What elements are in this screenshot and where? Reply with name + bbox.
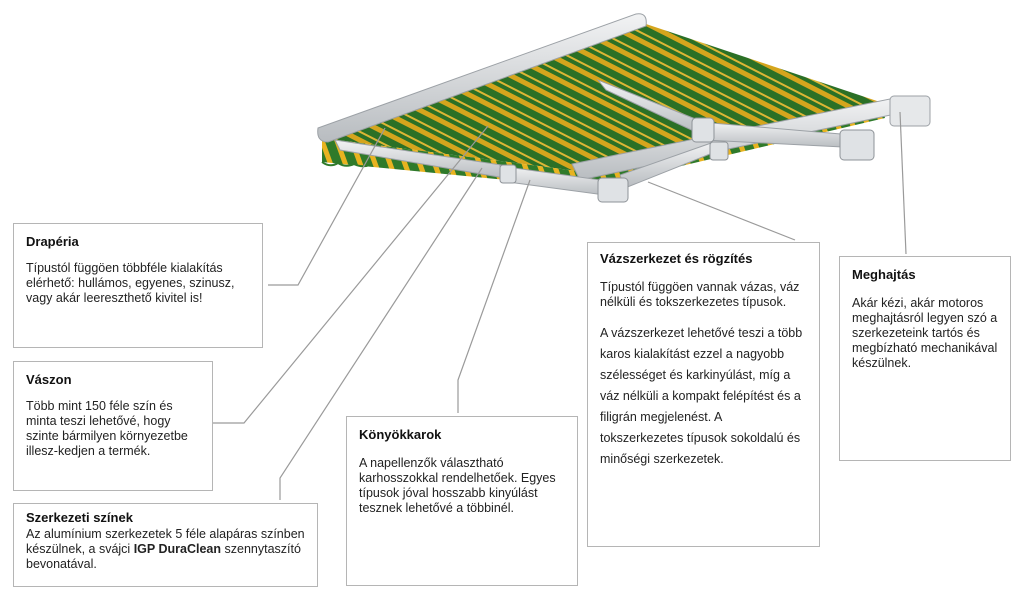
callout-text: A napellenzők választható karhosszokkal … <box>359 456 556 515</box>
callout-title: Vázszerkezet és rögzítés <box>600 251 753 266</box>
callout-text: Típustól függöen többféle kialakítás elé… <box>26 261 235 305</box>
callout-text-part: szennytaszító bevonatával. <box>26 542 301 571</box>
callout-text-bold: IGP DuraClean <box>133 542 222 556</box>
callout-text-part: Az alumínium szerkezetek 5 féle alapáras… <box>26 527 305 556</box>
callout-text: Típustól függöen vannak vázas, váz nélkü… <box>600 280 800 309</box>
leader-lines <box>213 111 907 500</box>
callout-title: Meghajtás <box>852 267 916 282</box>
callout-draperia: Drapéria Típustól függöen többféle kiala… <box>13 223 263 348</box>
callout-title: Drapéria <box>26 234 79 249</box>
callout-meghajtas: Meghajtás Akár kézi, akár motoros meghaj… <box>839 256 1011 461</box>
callout-text: Több mint 150 féle szín és minta teszi l… <box>26 399 188 458</box>
roller-tube <box>317 13 647 143</box>
callout-title: Könyökkarok <box>359 427 442 442</box>
callout-title: Szerkezeti színek <box>26 510 133 525</box>
callout-text: Az alumínium szerkezetek 5 féle alapáras… <box>26 527 305 572</box>
callout-konyokkarok: Könyökkarok A napellenzők választható ka… <box>346 416 578 586</box>
callout-text: Akár kézi, akár motoros meghajtásról leg… <box>852 296 998 370</box>
callout-vaszon: Vászon Több mint 150 féle szín és minta … <box>13 361 213 491</box>
callout-vazszerkezet: Vázszerkezet és rögzítés Típustól függöe… <box>587 242 820 547</box>
callout-title: Vászon <box>26 372 72 387</box>
callout-text: A vázszerkezet lehetővé teszi a több kar… <box>600 326 803 466</box>
callout-szerkezeti-szinek: Szerkezeti színek Az alumínium szerkezet… <box>13 503 318 587</box>
